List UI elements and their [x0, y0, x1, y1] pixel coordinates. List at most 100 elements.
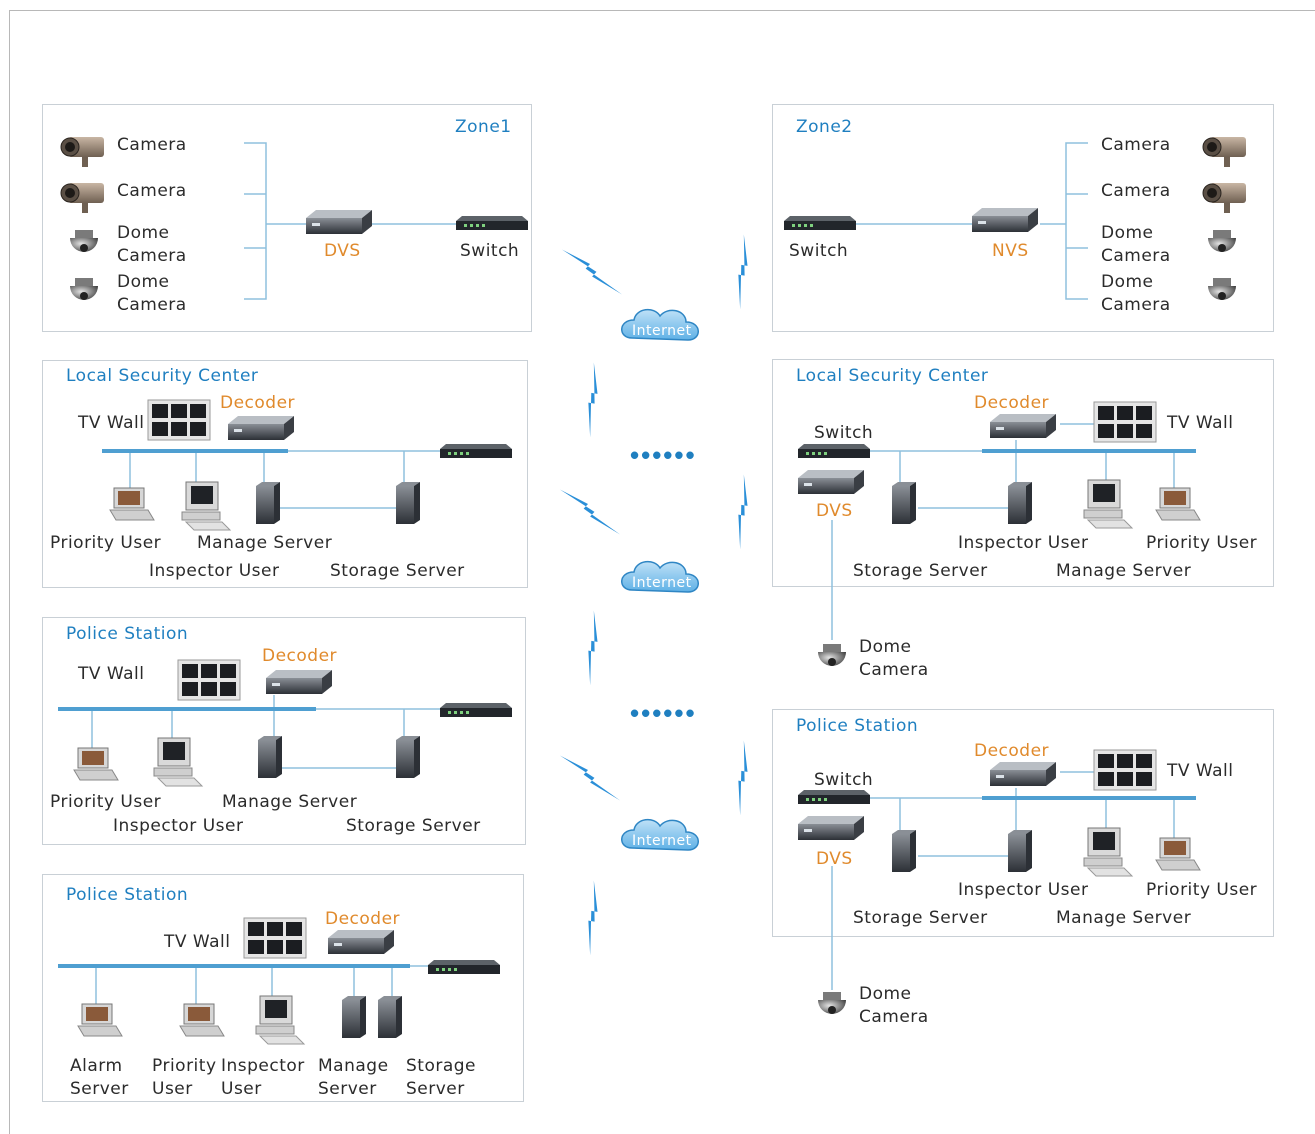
- dome-camera-label: Dome Camera: [859, 637, 929, 680]
- ps-right-title: Police Station: [796, 716, 919, 736]
- server-icon: [396, 736, 420, 778]
- tv-wall-icon: [147, 399, 211, 441]
- alarm-server-label: Alarm Server: [70, 1056, 129, 1099]
- zone1-title: Zone1: [455, 117, 512, 137]
- server-icon: [342, 996, 366, 1038]
- decoder-label: Decoder: [325, 909, 401, 929]
- dome-camera-label: Dome Camera: [859, 984, 929, 1027]
- camera-icon: [60, 182, 105, 214]
- camera-icon: [60, 136, 105, 168]
- dvs-icon: [306, 210, 372, 234]
- dome-camera-label: Dome Camera: [117, 223, 187, 266]
- priority-user-label: Priority User: [152, 1056, 217, 1099]
- lightning-icon: [711, 474, 773, 550]
- lightning-icon: [559, 474, 621, 550]
- decoder-label: Decoder: [974, 741, 1050, 761]
- dome-camera-icon: [70, 278, 98, 300]
- decoder-label: Decoder: [974, 393, 1050, 413]
- decoder-icon: [266, 670, 332, 694]
- tv-wall-label: TV Wall: [1167, 761, 1234, 781]
- camera-icon: [1202, 136, 1247, 168]
- inspector-user-label: Inspector User: [113, 816, 244, 836]
- zone1-network: [244, 142, 456, 300]
- priority-user-label: Priority User: [50, 533, 162, 553]
- decoder-icon: [228, 416, 294, 440]
- storage-server-label: Storage Server: [346, 816, 481, 836]
- switch-label: Switch: [460, 241, 520, 261]
- storage-server-label: Storage Server: [853, 908, 988, 928]
- internet-label: Internet: [632, 833, 692, 849]
- priority-user-label: Priority User: [1146, 880, 1258, 900]
- police-station-left-panel-1: [42, 617, 526, 845]
- lightning-icon: [561, 610, 623, 686]
- priority-user-label: Priority User: [1146, 533, 1258, 553]
- manage-server-label: Manage Server: [318, 1056, 389, 1099]
- ellipsis-dots: ••••••: [630, 698, 697, 728]
- manage-server-label: Manage Server: [1056, 908, 1192, 928]
- camera-label: Camera: [117, 181, 187, 201]
- ps2-left-title: Police Station: [66, 885, 189, 905]
- inspector-user-label: Inspector User: [958, 533, 1089, 553]
- computer-icon: [255, 995, 305, 1045]
- nvs-label: NVS: [992, 241, 1029, 261]
- inspector-user-label: Inspector User: [958, 880, 1089, 900]
- nvs-icon: [972, 208, 1038, 232]
- ellipsis-dots: ••••••: [630, 440, 697, 470]
- laptop-icon: [77, 1003, 123, 1037]
- switch-icon: [798, 790, 870, 804]
- storage-server-label: Storage Server: [330, 561, 465, 581]
- police-station-left-panel-2: [42, 874, 524, 1102]
- tv-wall-icon: [243, 917, 307, 959]
- dvs-label: DVS: [324, 241, 361, 261]
- diagram-frame: [9, 10, 1315, 1134]
- decoder-label: Decoder: [220, 393, 296, 413]
- computer-icon: [1083, 479, 1133, 529]
- dome-camera-icon: [1208, 230, 1236, 252]
- computer-icon: [1083, 827, 1133, 877]
- computer-icon: [153, 737, 203, 787]
- camera-label: Camera: [1101, 135, 1171, 155]
- ps2-left-lines: [58, 965, 430, 1006]
- internet-label: Internet: [632, 575, 692, 591]
- decoder-label: Decoder: [262, 646, 338, 666]
- ps1-left-title: Police Station: [66, 624, 189, 644]
- decoder-icon: [990, 762, 1056, 786]
- lsc-right-title: Local Security Center: [796, 366, 989, 386]
- laptop-icon: [179, 1003, 225, 1037]
- manage-server-label: Manage Server: [197, 533, 333, 553]
- dvs-label: DVS: [816, 501, 853, 521]
- switch-label: Switch: [814, 770, 874, 790]
- server-icon: [892, 482, 916, 524]
- tv-wall-icon: [177, 659, 241, 701]
- server-icon: [1008, 830, 1032, 872]
- laptop-icon: [109, 487, 155, 521]
- laptop-icon: [1155, 487, 1201, 521]
- lightning-icon: [561, 234, 623, 310]
- laptop-icon: [1155, 837, 1201, 871]
- server-icon: [396, 482, 420, 524]
- switch-icon: [428, 960, 500, 974]
- dome-camera-icon: [818, 992, 846, 1014]
- lightning-icon: [561, 880, 623, 956]
- dome-camera-label: Dome Camera: [117, 272, 187, 315]
- switch-label: Switch: [814, 423, 874, 443]
- tv-wall-icon: [1093, 749, 1157, 791]
- switch-icon: [798, 444, 870, 458]
- computer-icon: [181, 481, 231, 531]
- dvs-icon: [798, 816, 864, 840]
- local-security-center-left-panel: [42, 360, 528, 588]
- tv-wall-label: TV Wall: [78, 664, 145, 684]
- ps1-left-lines: [58, 695, 440, 769]
- manage-server-label: Manage Server: [222, 792, 358, 812]
- tv-wall-label: TV Wall: [78, 413, 145, 433]
- zone2-title: Zone2: [796, 117, 853, 137]
- dvs-icon: [798, 470, 864, 494]
- lightning-icon: [711, 740, 773, 816]
- tv-wall-label: TV Wall: [164, 932, 231, 952]
- server-icon: [1008, 482, 1032, 524]
- tv-wall-icon: [1093, 401, 1157, 443]
- decoder-icon: [990, 414, 1056, 438]
- switch-icon: [784, 216, 856, 230]
- switch-icon: [440, 444, 512, 458]
- server-icon: [378, 996, 402, 1038]
